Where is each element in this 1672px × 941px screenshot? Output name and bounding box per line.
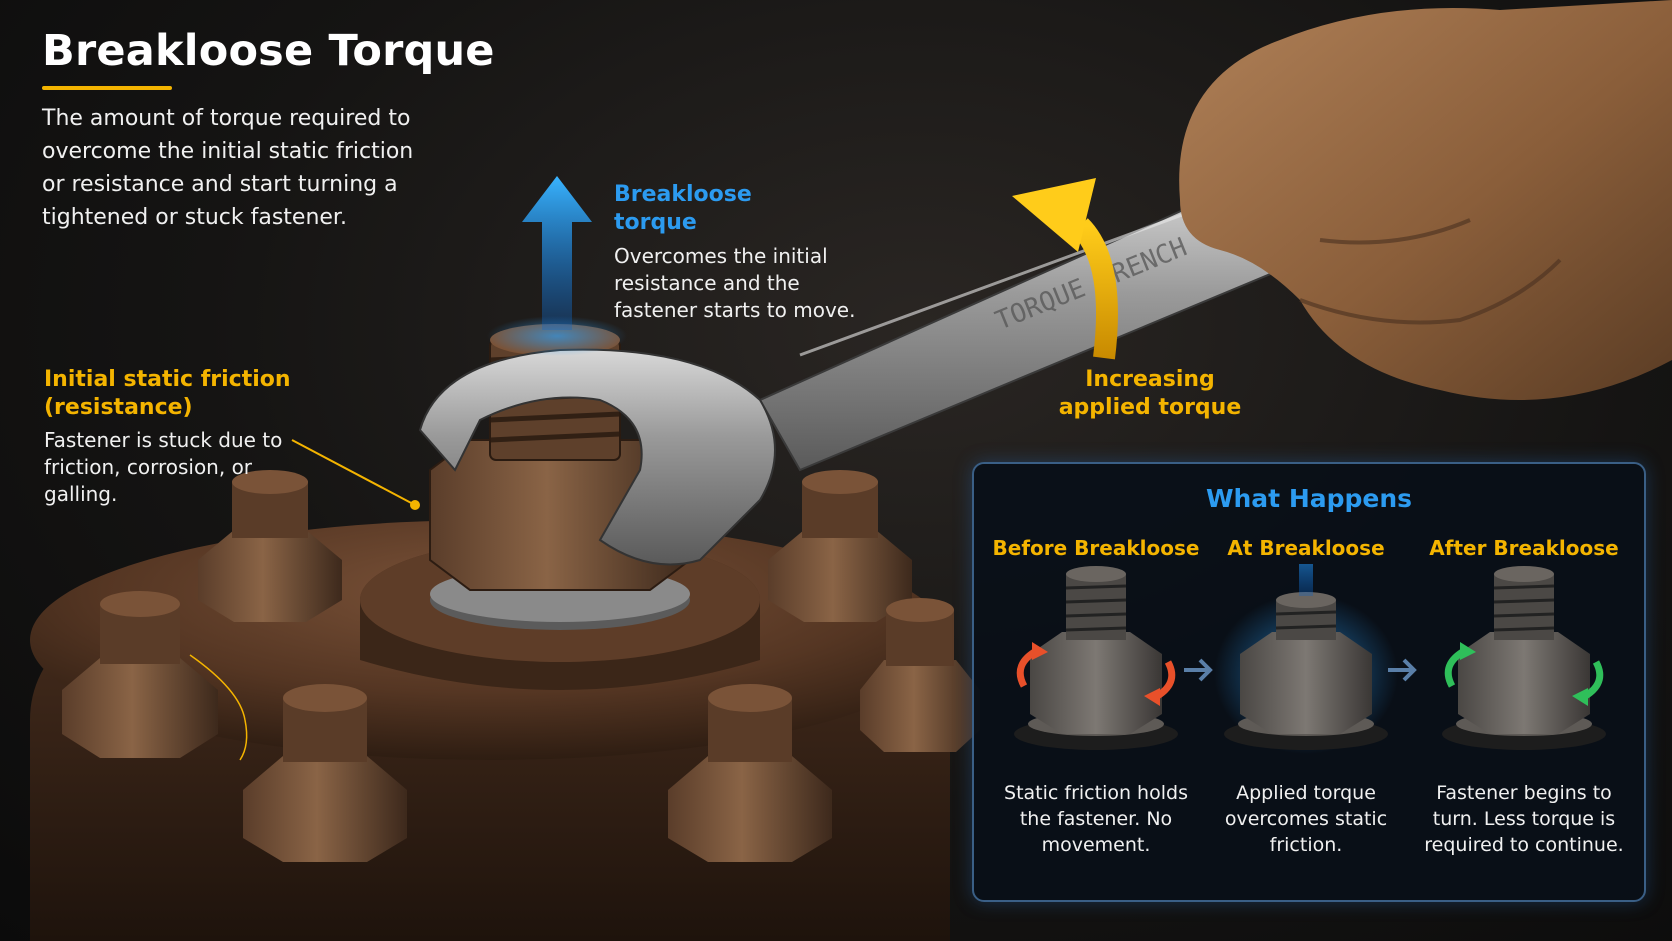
surrounding-bolts <box>62 470 980 862</box>
stage-after-bolt <box>1442 566 1606 750</box>
panel-title: What Happens <box>1205 484 1413 513</box>
up-arrow-icon <box>1299 564 1313 596</box>
stage-before-label: Before Breakloose <box>992 536 1200 560</box>
crack-highlight <box>189 654 248 761</box>
breakloose-callout-desc: Overcomes the initial resistance and the… <box>614 244 856 322</box>
page-title: Breakloose Torque <box>42 26 495 76</box>
stage-after-label: After Breakloose <box>1429 536 1619 560</box>
chevron-right-icon <box>1402 658 1417 682</box>
static-friction-callout-title: Initial static friction (resistance) <box>44 367 291 420</box>
title-underline <box>42 86 172 90</box>
stage-before-bolt <box>1014 566 1178 750</box>
increasing-torque-label: Increasing applied torque <box>1058 367 1242 420</box>
what-happens-panel: What Happens Before Breakloose At Breakl… <box>972 462 1646 902</box>
up-arrow-icon <box>487 176 627 356</box>
static-friction-leader <box>291 439 420 510</box>
stage-after-desc: Fastener begins to turn. Less torque is … <box>1424 782 1624 856</box>
stage-before-desc: Static friction holds the fastener. No m… <box>1004 782 1188 856</box>
static-friction-callout-desc: Fastener is stuck due to friction, corro… <box>44 428 283 506</box>
curved-arrow-icon <box>1012 178 1118 360</box>
chevron-right-icon <box>1198 658 1213 682</box>
rotation-arrows-icon <box>1016 642 1176 706</box>
stage-illustrations <box>1014 564 1606 754</box>
stage-at-bolt <box>1214 564 1398 754</box>
gloved-hand <box>1179 0 1672 400</box>
rotation-arrows-icon <box>1444 642 1604 706</box>
intro-text: The amount of torque required to overcom… <box>42 106 414 230</box>
stage-at-label: At Breakloose <box>1227 536 1385 560</box>
stage-at-desc: Applied torque overcomes static friction… <box>1224 782 1388 856</box>
breakloose-callout-title: Breakloose torque <box>614 182 752 235</box>
